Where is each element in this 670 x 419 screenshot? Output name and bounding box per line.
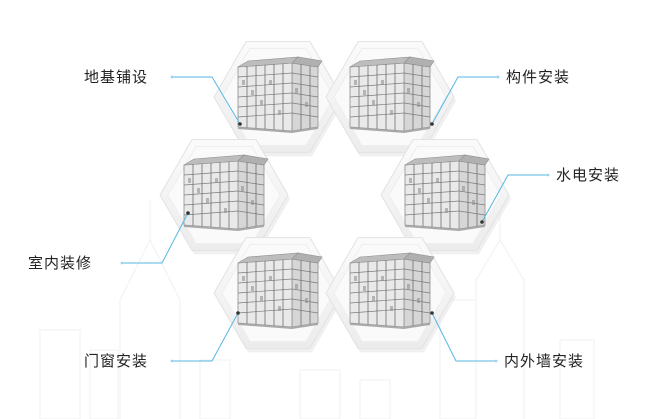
stage-label-walls: 内外墙安装 (504, 352, 585, 370)
stage-hexagon-interior (159, 139, 290, 255)
building-model-icon (237, 56, 323, 134)
leader-line-plumbing-electrical (481, 174, 548, 223)
leader-dot (430, 311, 434, 315)
stage-hexagon-components (325, 41, 456, 157)
leader-dot (236, 311, 240, 315)
stage-hexagon-walls (325, 237, 456, 353)
building-model-icon (349, 252, 435, 330)
stage-label-components: 构件安装 (506, 68, 571, 86)
leader-dot (120, 261, 124, 265)
stage-hexagon-doors-windows (213, 237, 344, 353)
stage-hexagon-plumbing-electrical (380, 139, 511, 255)
stage-label-doors-windows: 门窗安装 (84, 352, 149, 370)
building-model-icon (183, 154, 269, 232)
leader-dot (238, 122, 242, 126)
background-skyline (39, 200, 595, 419)
leader-dot (170, 75, 174, 79)
leader-dot (546, 173, 550, 177)
leader-dot (494, 359, 498, 363)
building-model-icon (237, 252, 323, 330)
stage-label-foundation: 地基铺设 (84, 68, 149, 86)
leader-line-foundation (172, 76, 241, 125)
leader-line-interior (122, 212, 189, 264)
leader-line-components (431, 76, 498, 125)
leader-line-walls (431, 312, 496, 362)
leader-line-doors-windows (172, 312, 239, 362)
leader-dot (430, 122, 434, 126)
stage-label-interior: 室内装修 (28, 254, 93, 272)
leader-dot (496, 75, 500, 79)
leader-dot (480, 220, 484, 224)
stage-label-plumbing-electrical: 水电安装 (556, 166, 621, 184)
stage-hexagon-foundation (213, 41, 344, 157)
building-model-icon (404, 154, 490, 232)
building-model-icon (349, 56, 435, 134)
leader-dot (186, 211, 190, 215)
leader-dot (170, 359, 174, 363)
